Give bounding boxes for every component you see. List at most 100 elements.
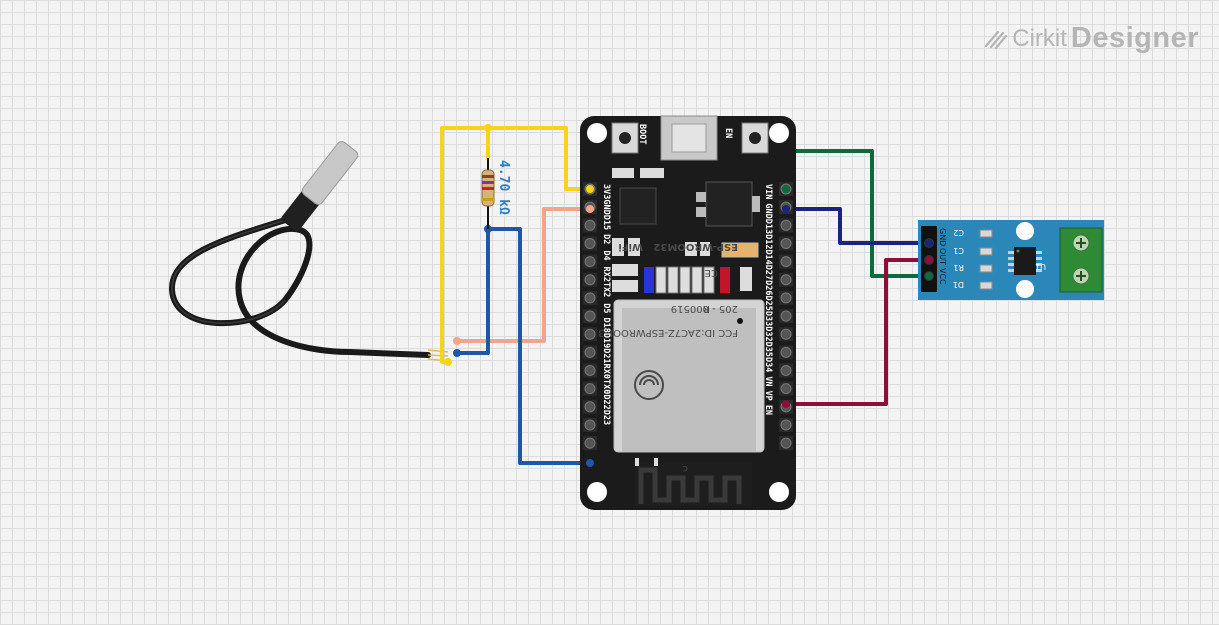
- header-pin-d19[interactable]: [584, 346, 596, 358]
- header-pin-d23[interactable]: [584, 437, 596, 449]
- antenna-mark: c: [683, 463, 689, 474]
- pin-label-rx0: RX0: [601, 364, 611, 379]
- capacitor: [721, 242, 759, 258]
- header-pin-d35[interactable]: [780, 365, 792, 376]
- pin-label-d14: D14: [763, 249, 773, 264]
- wire-green-vin[interactable]: [784, 149, 932, 278]
- wire-blue-data[interactable]: [455, 227, 592, 465]
- voltage-regulator: [705, 181, 753, 227]
- cirkit-designer-logo: Cirkit Designer: [984, 22, 1199, 55]
- wire-salmon-gnd[interactable]: [455, 207, 592, 343]
- pin-label-tx2: TX2: [601, 282, 611, 297]
- module-pin-out[interactable]: [924, 255, 934, 265]
- pin-label-d25: D25: [763, 296, 773, 311]
- right-header[interactable]: [779, 182, 793, 451]
- pin-label-vn: VN: [763, 376, 773, 386]
- header-pin-d5[interactable]: [584, 310, 596, 322]
- pin-label-d5: D5: [601, 303, 611, 313]
- header-pin-d4[interactable]: [584, 256, 596, 268]
- pin-label-d34: D34: [763, 357, 773, 372]
- left-pin-labels: 3V3GNDD15D2D4RX2TX2D5D18D19D21RX0TX0D22D…: [601, 184, 611, 425]
- usb-uart-chip: [619, 187, 657, 225]
- module-ce-mark: CE: [705, 267, 718, 278]
- esp32-board[interactable]: BOOT EN FCC ID:2AC7Z-ESPWROOM32 205 - 00…: [580, 115, 796, 510]
- pin-label-d26: D26: [763, 280, 773, 295]
- status-led: [720, 267, 730, 293]
- probe-cable: [168, 212, 431, 358]
- header-pin-d22[interactable]: [584, 419, 596, 431]
- brand-word-cirkit: Cirkit: [1012, 24, 1067, 52]
- header-pin-d33[interactable]: [780, 328, 792, 340]
- header-pin-d25[interactable]: [780, 310, 792, 322]
- pin-label-d23: D23: [601, 410, 611, 425]
- pin-label-d33: D33: [763, 311, 773, 326]
- label-c2: C2: [953, 228, 964, 237]
- header-pin-en[interactable]: [780, 437, 792, 449]
- left-header[interactable]: [583, 182, 597, 451]
- mount-hole: [587, 123, 607, 143]
- module-pin-label-gnd: GND: [938, 228, 947, 246]
- module-wifi-mark: WiFi: [618, 241, 643, 252]
- header-pin-d34[interactable]: [780, 383, 792, 395]
- pin-label-d15: D15: [601, 215, 611, 230]
- en-button-cap: [749, 132, 761, 144]
- header-pin-d15[interactable]: [584, 219, 596, 231]
- pin-label-gnd2: GND: [763, 203, 773, 218]
- sensor-ic: [1014, 247, 1036, 275]
- module-fcc-id: FCC ID:2AC7Z-ESPWROOM32: [592, 327, 738, 338]
- header-pin-d18[interactable]: [584, 328, 596, 340]
- module-pin-label-vcc: VCC: [938, 268, 947, 285]
- pin-label-d2: D2: [601, 234, 611, 244]
- wire-maroon-out[interactable]: [784, 258, 932, 406]
- antenna-trace: [638, 467, 742, 504]
- header-pin-d12[interactable]: [780, 237, 792, 249]
- pin-label-d22: D22: [601, 394, 611, 409]
- header-pin-tx0[interactable]: [584, 401, 596, 413]
- pin-label-d18: D18: [601, 318, 611, 333]
- wire-navy-gnd[interactable]: [784, 207, 932, 245]
- module-pin-vcc[interactable]: [924, 271, 934, 281]
- sensor-module[interactable]: GND OUT VCC C2 C1 R1 D1 U1: [918, 220, 1104, 300]
- header-pin-rx2[interactable]: [584, 274, 596, 286]
- module-mount-hole: [1016, 222, 1034, 240]
- module-pin-gnd[interactable]: [924, 238, 934, 248]
- pin-label-d21: D21: [601, 348, 611, 363]
- usb-port-inner: [671, 123, 707, 153]
- header-pin-d32[interactable]: [780, 346, 792, 358]
- pin-label-gnd: GND: [601, 199, 611, 214]
- header-pin-vp[interactable]: [780, 419, 792, 431]
- pin-label-d12: D12: [763, 234, 773, 249]
- mount-hole: [769, 123, 789, 143]
- temperature-probe[interactable]: [168, 140, 449, 362]
- resistor-value-label: 4.70 kΩ: [496, 160, 511, 215]
- module-r-mark: R: [703, 303, 710, 314]
- pin-label-d19: D19: [601, 333, 611, 348]
- wire-endpoints: [444, 124, 492, 366]
- label-u1: U1: [1035, 262, 1046, 271]
- header-pin-d21[interactable]: [584, 365, 596, 376]
- logo-mark-icon: [985, 30, 1008, 49]
- module-pin-label-out: OUT: [938, 248, 947, 265]
- label-c1: C1: [953, 246, 964, 255]
- probe-cable-highlight: [171, 214, 302, 324]
- right-pin-labels: VINGNDD13D12D14D27D26D25D33D32D35D34VNVP…: [763, 184, 773, 415]
- header-pin-d26[interactable]: [780, 292, 792, 304]
- wire-yellow-3v3[interactable]: [486, 126, 592, 191]
- espressif-logo-icon: [634, 370, 664, 400]
- brand-word-designer: Designer: [1070, 22, 1199, 54]
- header-pin-d14[interactable]: [780, 256, 792, 268]
- wire-yellow-probe-vcc[interactable]: [440, 126, 490, 364]
- pin-label-d13: D13: [763, 219, 773, 234]
- module-mount-hole: [1016, 280, 1034, 298]
- header-pin-rx0[interactable]: [584, 383, 596, 395]
- pin-label-d32: D32: [763, 326, 773, 341]
- probe-leads: [427, 349, 449, 362]
- header-pin-d27[interactable]: [780, 274, 792, 286]
- header-pin-tx2[interactable]: [584, 292, 596, 304]
- header-pin-d2[interactable]: [584, 237, 596, 249]
- pullup-resistor[interactable]: 4.70 kΩ: [481, 158, 511, 229]
- pin-label-vin: VIN: [763, 184, 773, 199]
- pin-label-vp: VP: [763, 391, 773, 401]
- header-pin-d13[interactable]: [780, 219, 792, 231]
